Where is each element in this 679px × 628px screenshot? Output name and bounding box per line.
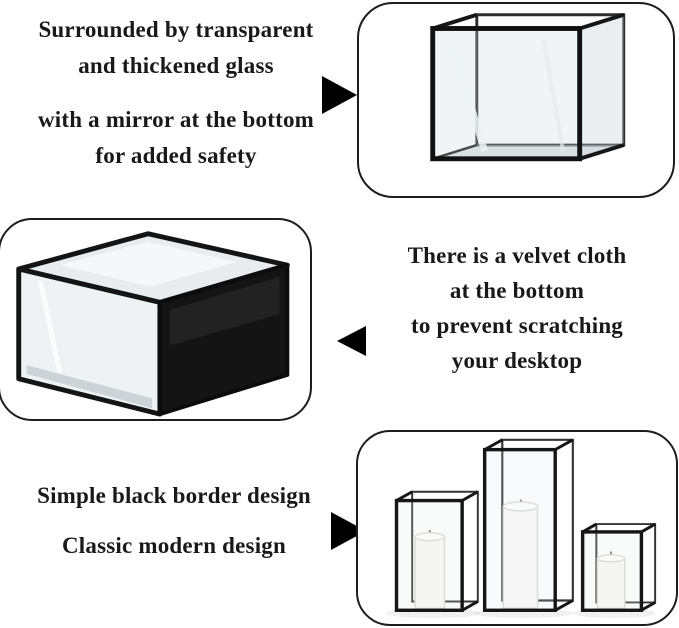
glass-cube-lantern-illustration (430, 12, 626, 162)
arrow-left-icon (337, 326, 366, 356)
feature-glass-line-1: Surrounded by transparent (38, 17, 314, 42)
photo-velvet-cube (0, 218, 312, 421)
feature-velvet-line-3: to prevent scratching (410, 313, 624, 338)
feature-velvet-line-4: your desktop (451, 348, 583, 373)
photo-candle-holder-set (356, 430, 678, 626)
feature-text-velvet: There is a velvet cloth at the bottom to… (366, 238, 668, 378)
feature-velvet-line-2: at the bottom (449, 278, 585, 303)
arrow-right-icon (322, 76, 357, 114)
feature-design-line-1: Simple black border design (37, 483, 311, 508)
velvet-cube-illustration (16, 231, 290, 417)
feature-glass-line-2: and thickened glass (78, 53, 274, 78)
photo-glass-cube-lantern (357, 2, 675, 198)
feature-glass-line-4: for added safety (95, 143, 257, 168)
candle-holder-set-illustration (385, 438, 657, 619)
feature-velvet-line-1: There is a velvet cloth (407, 243, 627, 268)
feature-glass-line-3: with a mirror at the bottom (37, 107, 315, 132)
feature-design-line-2: Classic modern design (62, 533, 286, 558)
feature-text-glass: Surrounded by transparent and thickened … (0, 12, 352, 174)
feature-text-design: Simple black border design Classic moder… (0, 478, 348, 564)
